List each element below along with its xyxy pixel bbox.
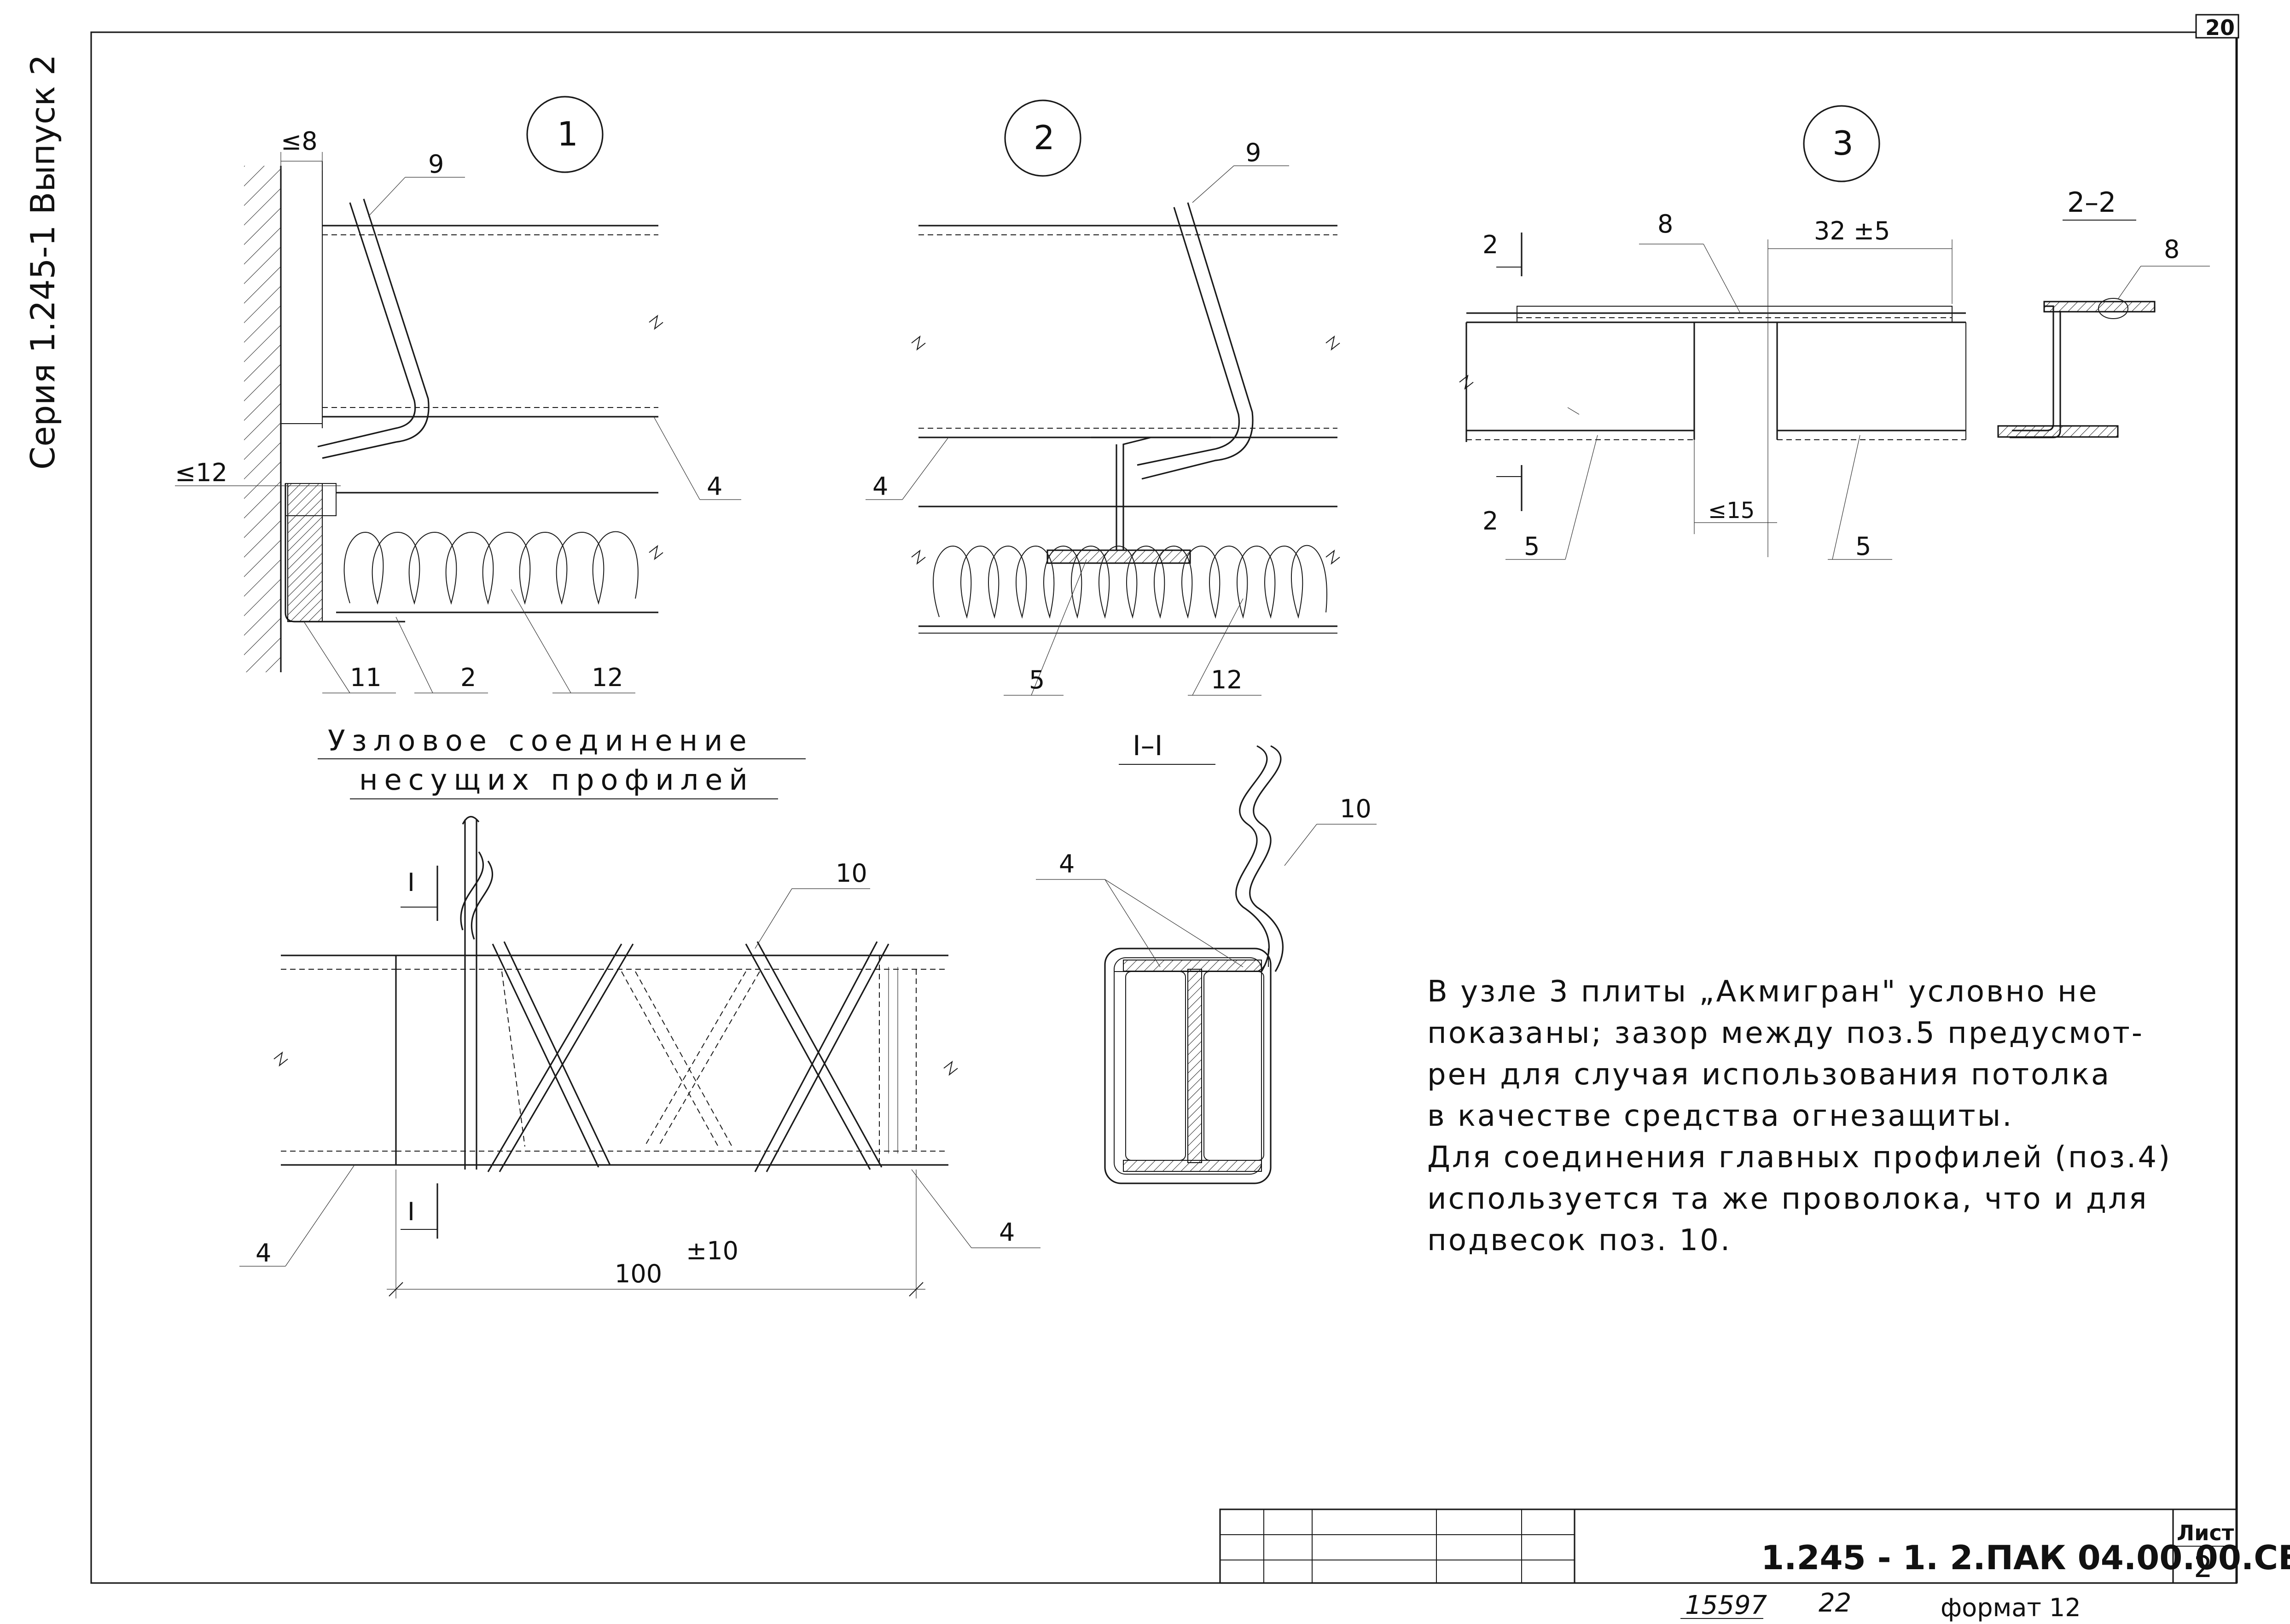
node-title-line-2: несущих профилей: [359, 763, 754, 797]
section-2-2-title: 2–2: [2067, 186, 2116, 219]
node-pos-4-left: 4: [256, 1239, 271, 1268]
node-title-line-1: Узловое соединение: [328, 724, 753, 757]
detail-1-pos-11: 11: [350, 663, 382, 692]
detail-3-marker: [1803, 105, 1880, 182]
detail-1-pos-12: 12: [592, 663, 623, 692]
note-line-3: рен для случая использования потолка: [1427, 1058, 2111, 1092]
detail-3-cut-2-bottom: 2: [1482, 506, 1498, 536]
node-title: Узловое соединение несущих профилей: [318, 724, 806, 799]
node-cut-bottom: I: [407, 1197, 415, 1226]
inventory-number: 15597: [1685, 1590, 1767, 1620]
drawing-code: 1.245 - 1. 2.ПАК 04.00.00.СБ: [1761, 1538, 2290, 1577]
sheet-frame: 20: [90, 14, 2239, 1584]
dim-le-8: ≤8: [281, 127, 318, 156]
detail-3-id: 3: [1832, 124, 1854, 163]
note-line-2: показаны; зазор между поз.5 предусмот-: [1427, 1016, 2144, 1050]
detail-3-cut-2-top: 2: [1482, 230, 1498, 259]
title-block: 1.245 - 1. 2.ПАК 04.00.00.СБ Лист 2: [1219, 1508, 2290, 1584]
sheet-label: Лист: [2177, 1520, 2234, 1545]
wall: [244, 166, 281, 672]
detail-3: 3 2 2 32 ±5 ≤15 8: [1459, 105, 1966, 561]
footer: 15597 22 формат 12: [1680, 1588, 2081, 1622]
detail-2-pos-12: 12: [1211, 665, 1243, 694]
detail-1-marker: [526, 96, 604, 173]
detail-2-marker: [1004, 99, 1081, 177]
note-line-6: используется та же проволока, что и для: [1427, 1182, 2149, 1216]
section-1-1-pos-4: 4: [1059, 850, 1075, 879]
node-dim-100: 100: [615, 1259, 662, 1288]
detail-1-pos-4: 4: [707, 472, 722, 501]
section-2-2-pos-8: 8: [2164, 235, 2180, 264]
detail-3-pos-8: 8: [1657, 210, 1673, 239]
section-1-1-title: I–I: [1133, 730, 1162, 762]
detail-2-pos-4: 4: [872, 472, 888, 501]
node-cut-top: I: [407, 868, 415, 897]
detail-3-pos-5-right: 5: [1855, 532, 1871, 561]
detail-1: 1 ≤8 ≤12 9 4: [175, 96, 741, 693]
detail-1-id: 1: [557, 115, 578, 153]
note-line-4: в качестве средства огнезащиты.: [1427, 1099, 2014, 1133]
detail-2-pos-5: 5: [1029, 665, 1045, 694]
series-side-label: Серия 1.245-1 Выпуск 2: [23, 54, 62, 470]
note-block: В узле 3 плиты „Акмигран" условно не пок…: [1427, 975, 2172, 1257]
detail-2: 2 9 4 5 12: [866, 99, 1340, 696]
detail-3-pos-5-left: 5: [1524, 532, 1540, 561]
sheet-number: 2: [2194, 1550, 2213, 1584]
corner-page-number: 20: [2205, 15, 2235, 40]
footer-number: 22: [1819, 1588, 1851, 1618]
detail-1-pos-2: 2: [460, 663, 476, 692]
note-line-5: Для соединения главных профилей (поз.4): [1427, 1141, 2172, 1175]
section-1-1: I–I 10 4: [1036, 730, 1377, 1184]
section-2-2: 2–2 8: [1997, 186, 2210, 438]
format-label: формат 12: [1941, 1593, 2081, 1622]
detail-2-id: 2: [1034, 118, 1055, 157]
note-line-7: подвесок поз. 10.: [1427, 1223, 1732, 1257]
detail-3-dim-15: ≤15: [1708, 498, 1755, 524]
node-connection: I I 10 4 4 100 ±10: [239, 816, 1040, 1298]
node-pos-10: 10: [836, 859, 867, 888]
note-line-1: В узле 3 плиты „Акмигран" условно не: [1427, 975, 2098, 1009]
detail-2-pos-9: 9: [1245, 138, 1261, 167]
section-1-1-pos-10: 10: [1340, 794, 1372, 823]
node-pos-4-right: 4: [999, 1218, 1015, 1247]
detail-1-pos-9: 9: [428, 150, 444, 179]
node-dim-tolerance: ±10: [686, 1236, 738, 1265]
detail-3-dim-32: 32 ±5: [1814, 216, 1890, 245]
dim-le-12: ≤12: [175, 458, 227, 487]
